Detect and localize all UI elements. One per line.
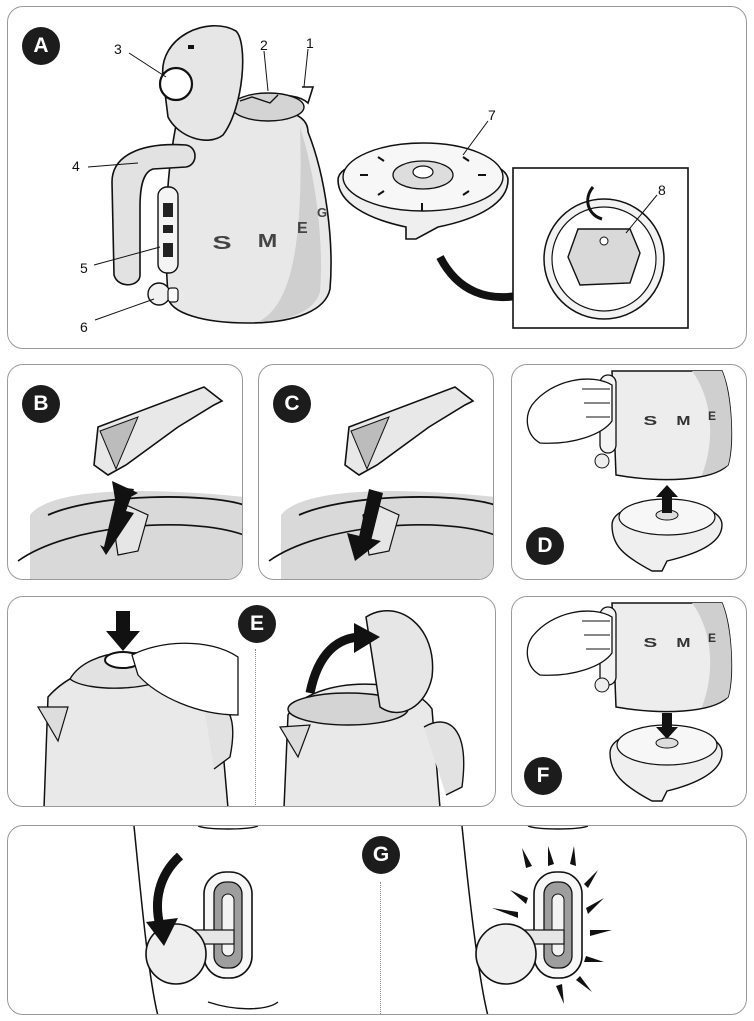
lid-opening-diagram	[36, 610, 465, 806]
kettle-logo-letter-s: S	[643, 635, 658, 650]
kettle-logo-letter-e: E	[708, 409, 717, 423]
step-badge-g: G	[362, 836, 400, 874]
step-badge-f: F	[524, 757, 562, 795]
kettle-logo-letter-s: S	[643, 413, 658, 428]
callout-6: 6	[80, 319, 88, 335]
kettle-logo-letter-m: M	[676, 635, 691, 650]
callout-1: 1	[306, 35, 314, 51]
kettle-lift-off-base-diagram	[526, 370, 733, 572]
kettle-logo-letter-m: M	[676, 413, 691, 428]
panel-g: G	[7, 825, 747, 1015]
panel-c: C	[258, 364, 494, 580]
panel-e: E	[7, 596, 496, 807]
step-badge-a: A	[22, 27, 60, 65]
lid-removal-diagram	[17, 386, 242, 579]
kettle-logo-letter-e: E	[708, 631, 717, 645]
divider-e	[255, 649, 256, 806]
panel-f: F S M E	[511, 596, 747, 807]
callout-5: 5	[80, 260, 88, 276]
kettle-parts-diagram	[87, 25, 689, 329]
callout-7: 7	[488, 107, 496, 123]
kettle-logo-letter-e: E	[297, 220, 308, 237]
divider-g	[380, 882, 381, 1014]
kettle-logo-letter-g: G	[317, 205, 328, 220]
callout-8: 8	[658, 182, 666, 198]
panel-a: A	[7, 6, 747, 349]
step-badge-d: D	[526, 527, 564, 565]
callout-4: 4	[72, 158, 80, 174]
lid-fitting-diagram	[268, 386, 493, 579]
kettle-logo-letter-s: S	[212, 233, 232, 253]
panel-b: B	[7, 364, 243, 580]
kettle-place-on-base-diagram	[526, 602, 733, 802]
power-switch-diagram	[133, 826, 612, 1014]
step-badge-b: B	[22, 385, 60, 423]
kettle-logo-letter-m: M	[257, 231, 278, 251]
callout-3: 3	[114, 41, 122, 57]
callout-2: 2	[260, 37, 268, 53]
step-badge-c: C	[273, 385, 311, 423]
panel-d: D S M E	[511, 364, 747, 580]
step-badge-e: E	[238, 605, 276, 643]
